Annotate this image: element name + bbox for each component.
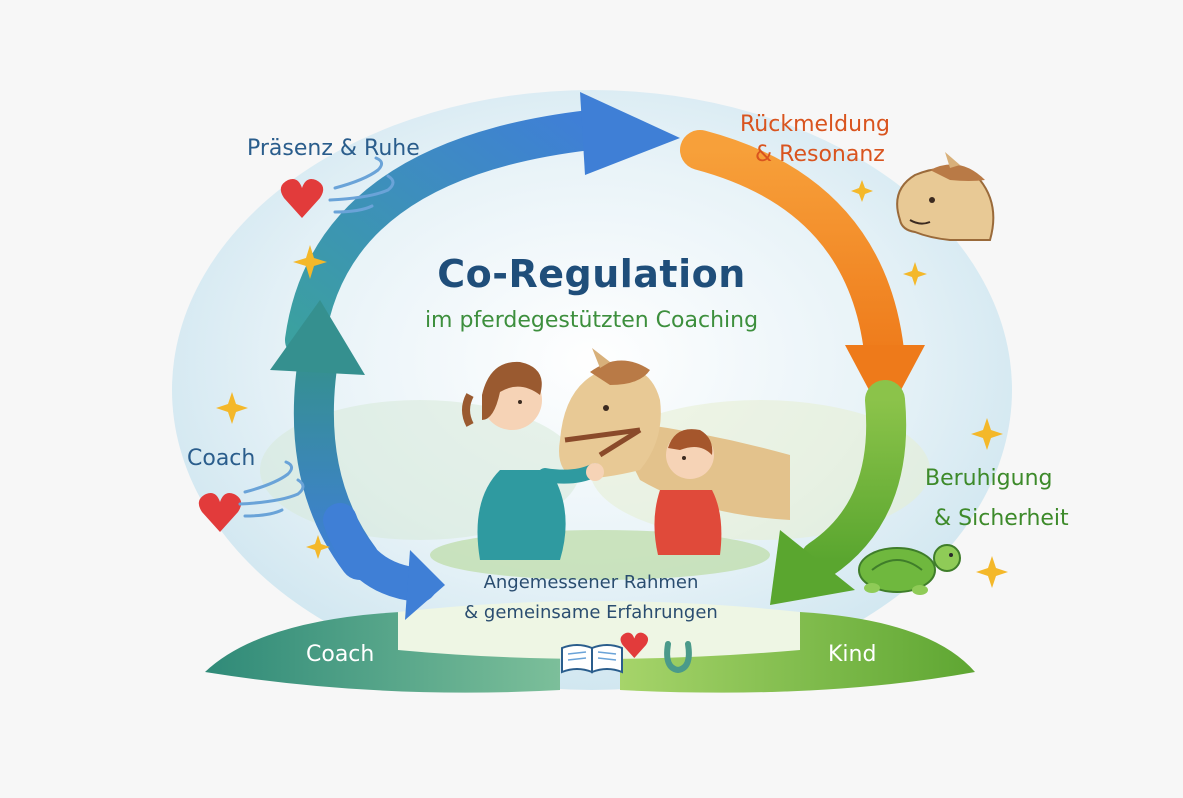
label-coach-side: Coach xyxy=(187,446,256,471)
horse-head-icon xyxy=(896,152,995,241)
label-beruhigung-line1: Beruhigung xyxy=(925,466,1053,491)
book-icon xyxy=(561,644,623,674)
label-beruhigung-line2: & Sicherheit xyxy=(934,506,1069,531)
arrow-blue xyxy=(285,110,610,360)
wind-icon xyxy=(328,156,395,214)
label-rahmen-line2: & gemeinsame Erfahrungen xyxy=(464,602,718,623)
horseshoe-icon xyxy=(664,641,692,674)
sparkle-icon xyxy=(216,180,1008,588)
arrow-green xyxy=(800,380,907,580)
arrow-teal-head xyxy=(270,300,365,375)
arrow-orange xyxy=(680,130,905,380)
heart-icon xyxy=(280,179,324,218)
diagram-title: Co-Regulation xyxy=(437,252,746,296)
arrow-blue-bottom-head xyxy=(405,550,445,620)
ground-center xyxy=(398,601,800,659)
label-rueckmeldung-line1: Rückmeldung xyxy=(740,112,890,137)
heart-icon xyxy=(198,493,242,532)
label-coach-ground: Coach xyxy=(306,642,375,667)
arrow-green-head xyxy=(770,530,855,605)
diagram-subtitle: im pferdegestützten Coaching xyxy=(424,308,759,333)
wind-icon xyxy=(238,460,305,518)
scene-illustration xyxy=(430,348,790,580)
label-kind-ground: Kind xyxy=(828,642,877,667)
label-praesenz: Präsenz & Ruhe xyxy=(247,136,420,161)
label-rahmen-line1: Angemessener Rahmen xyxy=(483,572,699,593)
heart-icon xyxy=(620,632,649,658)
label-rueckmeldung-line2: & Resonanz xyxy=(755,142,885,167)
arrow-blue-head xyxy=(580,92,680,175)
turtle-icon xyxy=(858,544,961,595)
